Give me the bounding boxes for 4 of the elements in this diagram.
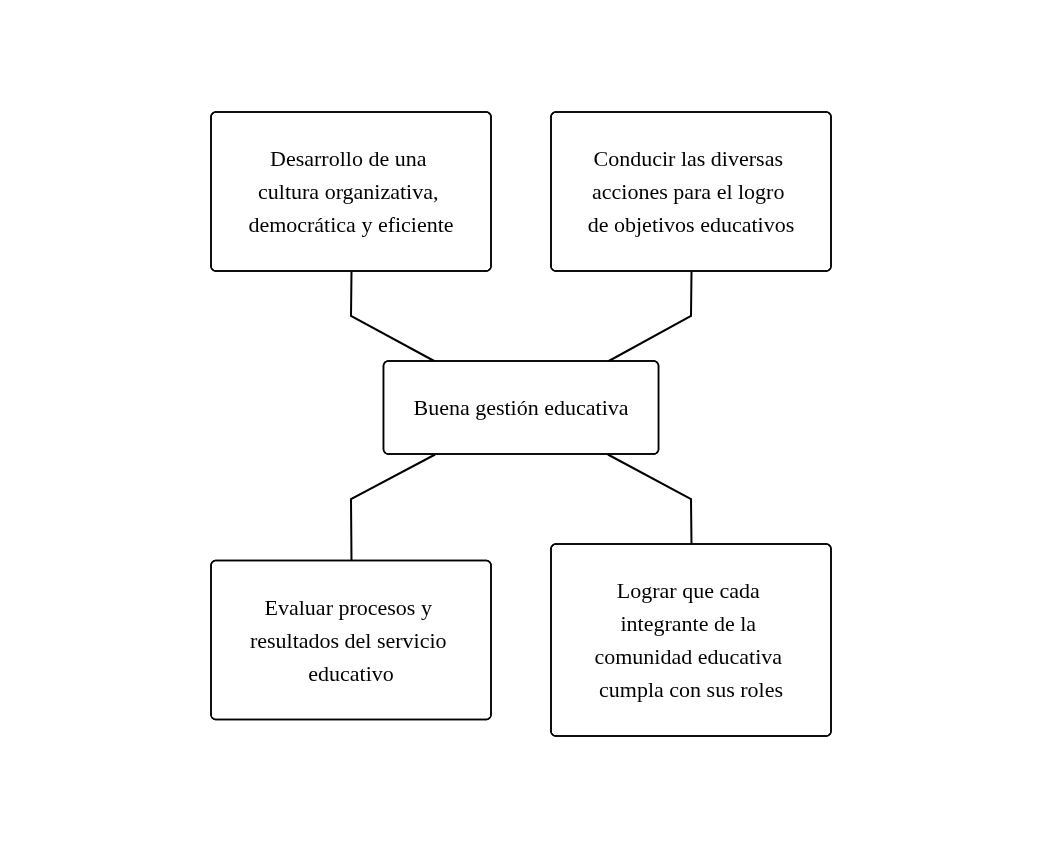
connector: [606, 270, 693, 363]
connector: [606, 453, 693, 546]
connector: [350, 453, 437, 562]
connector: [350, 270, 437, 363]
